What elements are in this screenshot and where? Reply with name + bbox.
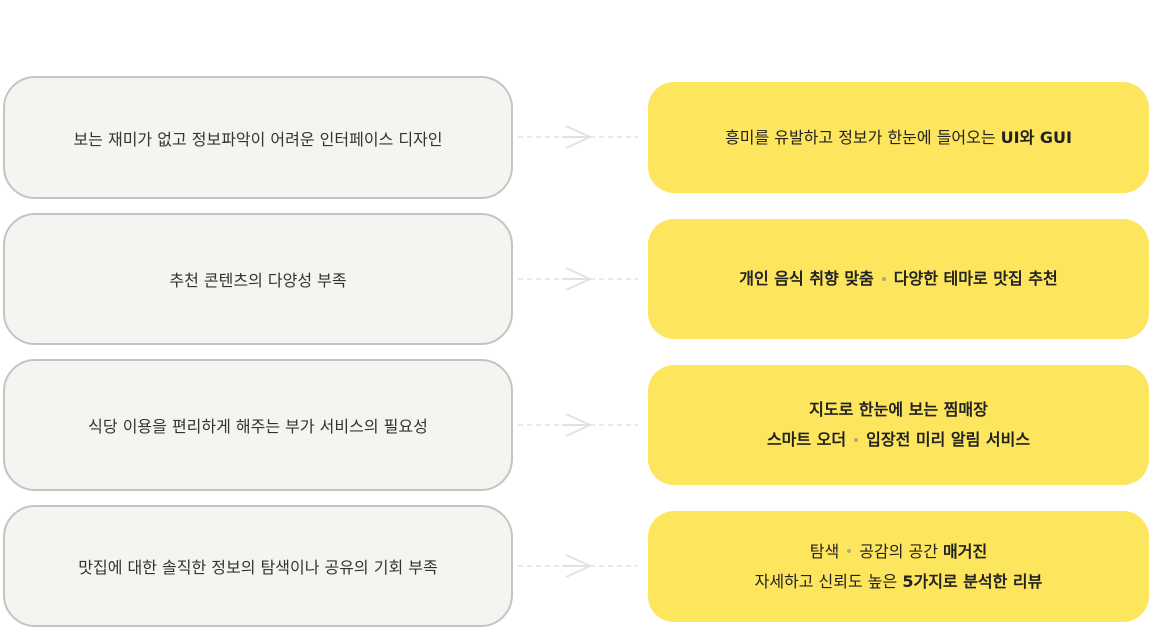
bullet-dot-icon <box>847 549 852 553</box>
arrow-right-icon <box>518 267 638 291</box>
solution-text: 공감의 공간 <box>859 541 944 561</box>
solution-highlight: 개인 음식 취향 맞춤 <box>739 269 874 288</box>
solution-highlight: 입장전 미리 알림 서비스 <box>866 430 1031 449</box>
solution-line: 스마트 오더 입장전 미리 알림 서비스 <box>767 425 1030 455</box>
solution-line: 흥미를 유발하고 정보가 한눈에 들어오는 UI와 GUI <box>725 123 1072 153</box>
solution-highlight: 지도로 한눈에 보는 찜매장 <box>809 400 988 419</box>
problem-text: 식당 이용을 편리하게 해주는 부가 서비스의 필요성 <box>88 417 428 436</box>
arrow-right-icon <box>518 554 638 578</box>
solution-box: 탐색 공감의 공간 매거진 자세하고 신뢰도 높은 5가지로 분석한 리뷰 <box>648 511 1149 622</box>
solution-highlight: 매거진 <box>943 541 988 561</box>
arrow-right-icon <box>518 125 638 149</box>
problem-text: 맛집에 대한 솔직한 정보의 탐색이나 공유의 기회 부족 <box>78 558 438 577</box>
bullet-dot-icon <box>854 437 859 442</box>
problem-box: 추천 콘텐츠의 다양성 부족 <box>3 213 513 345</box>
problem-text: 추천 콘텐츠의 다양성 부족 <box>169 271 347 290</box>
solution-text: 자세하고 신뢰도 높은 <box>754 571 903 591</box>
bullet-dot-icon <box>881 276 886 281</box>
solution-highlight: 다양한 테마로 맛집 추천 <box>893 269 1058 288</box>
problem-box: 보는 재미가 없고 정보파악이 어려운 인터페이스 디자인 <box>3 76 513 199</box>
solution-box: 개인 음식 취향 맞춤 다양한 테마로 맛집 추천 <box>648 219 1149 339</box>
solution-text: 흥미를 유발하고 정보가 한눈에 들어오는 <box>725 127 1001 147</box>
solution-highlight: 5가지로 분석한 리뷰 <box>902 571 1043 591</box>
solution-text: 탐색 <box>809 541 840 561</box>
problem-box: 식당 이용을 편리하게 해주는 부가 서비스의 필요성 <box>3 359 513 491</box>
problem-text: 보는 재미가 없고 정보파악이 어려운 인터페이스 디자인 <box>73 129 443 149</box>
arrow-right-icon <box>518 413 638 437</box>
problem-box: 맛집에 대한 솔직한 정보의 탐색이나 공유의 기회 부족 <box>3 505 513 627</box>
solution-line: 개인 음식 취향 맞춤 다양한 테마로 맛집 추천 <box>739 264 1057 294</box>
solution-box: 흥미를 유발하고 정보가 한눈에 들어오는 UI와 GUI <box>648 82 1149 193</box>
solution-line: 자세하고 신뢰도 높은 5가지로 분석한 리뷰 <box>755 567 1043 597</box>
solution-line: 지도로 한눈에 보는 찜매장 <box>809 395 988 425</box>
solution-box: 지도로 한눈에 보는 찜매장 스마트 오더 입장전 미리 알림 서비스 <box>648 365 1149 485</box>
solution-highlight: 스마트 오더 <box>766 430 847 449</box>
solution-highlight: UI와 GUI <box>1000 127 1072 147</box>
solution-line: 탐색 공감의 공간 매거진 <box>810 537 987 567</box>
